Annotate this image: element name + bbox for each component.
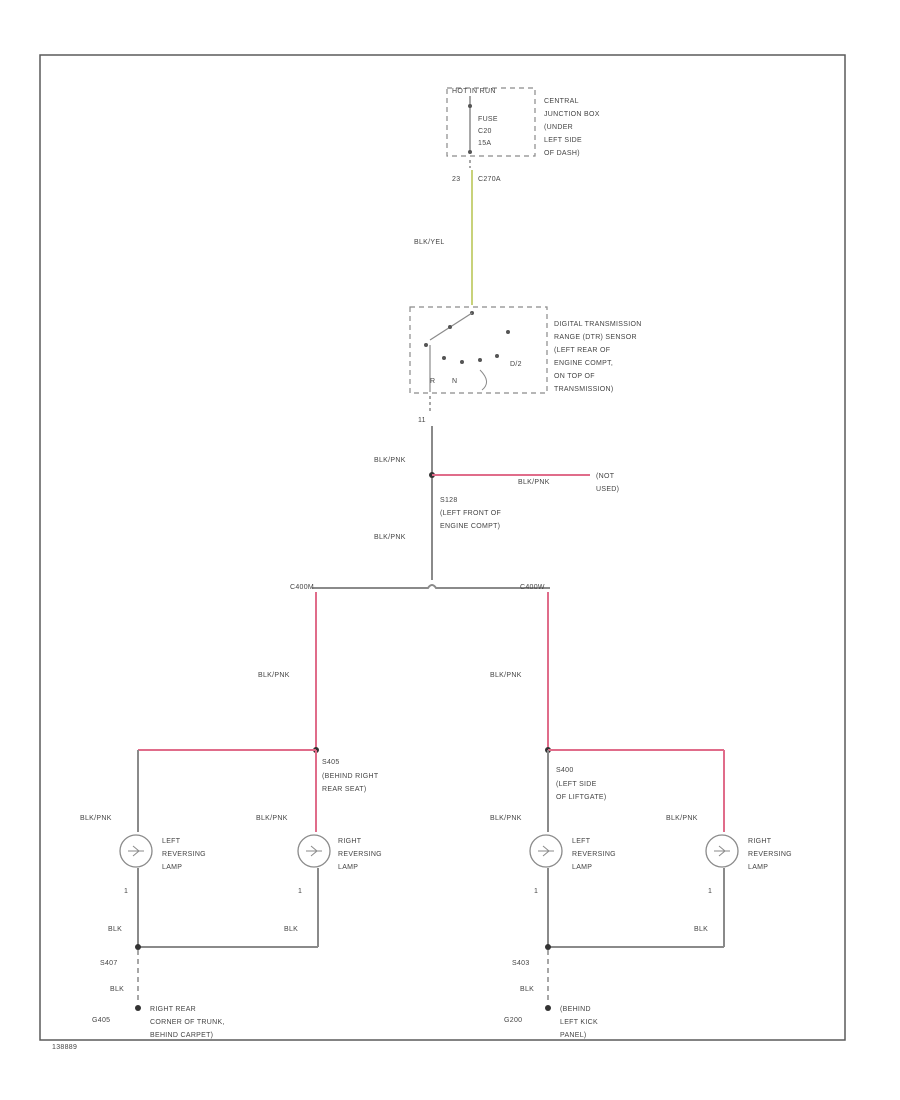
splice-s407-id: S407: [100, 960, 118, 967]
sensor-label-1: DIGITAL TRANSMISSION: [554, 321, 642, 328]
left-branch-connector: C400M: [290, 584, 314, 591]
sensor-contact-6: [478, 358, 482, 362]
ground-g200-id: G200: [504, 1017, 522, 1024]
left-group-right-lamp: [297, 834, 331, 868]
left-lamp1-pin: 1: [124, 888, 128, 895]
right-branch-connector: C400W: [520, 584, 545, 591]
sensor-contact-letter-n: N: [452, 378, 457, 385]
fuse-pin: 23: [452, 176, 460, 183]
left-lamp1-label-1: LEFT: [162, 838, 181, 845]
right-lamp2-label-3: LAMP: [748, 864, 768, 871]
diagram-frame: [39, 54, 846, 1041]
fuse-connector: C270A: [478, 176, 501, 183]
splice-s405-loc-1: (BEHIND RIGHT: [322, 773, 379, 780]
wire-blk-yel-label: BLK/YEL: [414, 239, 445, 246]
left-lamp2-label-3: LAMP: [338, 864, 358, 871]
sensor-contact-7: [495, 354, 499, 358]
splice-wire-below-label: BLK/PNK: [374, 534, 406, 541]
left-group-left-lamp: [119, 834, 153, 868]
sensor-position: D/2: [510, 361, 522, 368]
dtr-sensor-outline: [409, 306, 548, 394]
left-lamp1-ground-wire: BLK: [108, 926, 122, 933]
left-lamp2-pin: 1: [298, 888, 302, 895]
sensor-contact-5: [460, 360, 464, 364]
junction-loc-1: CENTRAL: [544, 98, 579, 105]
sensor-label-5: ON TOP OF: [554, 373, 595, 380]
right-lamp2-pin: 1: [708, 888, 712, 895]
right-lamp1-label-3: LAMP: [572, 864, 592, 871]
branch-wire-label: BLK/PNK: [518, 479, 550, 486]
left-lamp2-label-1: RIGHT: [338, 838, 362, 845]
fuse-label-2: C20: [478, 128, 492, 135]
fuse-header: HOT IN RUN: [452, 88, 496, 95]
ground-g200-dot: [545, 1005, 551, 1011]
branch-bus: [312, 584, 550, 589]
left-lamp1-wire-label: BLK/PNK: [80, 815, 112, 822]
ground-g200-loc-2: LEFT KICK: [560, 1019, 598, 1026]
splice-s407-dot: [135, 944, 141, 950]
sensor-contact-1: [448, 325, 452, 329]
junction-box-outline: [446, 87, 536, 157]
sensor-label-3: (LEFT REAR OF: [554, 347, 610, 354]
ground-g405-id: G405: [92, 1017, 110, 1024]
left-lamp2-label-2: REVERSING: [338, 851, 382, 858]
ground-g405-loc-3: BEHIND CARPET): [150, 1032, 213, 1039]
ground-g200-loc-1: (BEHIND: [560, 1006, 591, 1013]
left-lamp1-label-3: LAMP: [162, 864, 182, 871]
junction-loc-3: (UNDER: [544, 124, 573, 131]
ground-g405-loc-1: RIGHT REAR: [150, 1006, 196, 1013]
right-lamp2-ground-wire: BLK: [694, 926, 708, 933]
sensor-park-arc: [479, 369, 487, 391]
ground-g405-dot: [135, 1005, 141, 1011]
left-lamp2-wire-label: BLK/PNK: [256, 815, 288, 822]
diagram-code: 138889: [52, 1044, 77, 1051]
junction-loc-2: JUNCTION BOX: [544, 111, 600, 118]
splice-s128-id: S128: [440, 497, 458, 504]
right-lamp1-label-2: REVERSING: [572, 851, 616, 858]
ground-g200-loc-3: PANEL): [560, 1032, 587, 1039]
splice-s403-dot: [545, 944, 551, 950]
right-lamp1-pin: 1: [534, 888, 538, 895]
right-lamp1-wire-label: BLK/PNK: [490, 815, 522, 822]
right-lamp2-wire-label: BLK/PNK: [666, 815, 698, 822]
splice-s400-id: S400: [556, 767, 574, 774]
right-group-left-lamp: [529, 834, 563, 868]
splice-s128-loc-2: ENGINE COMPT): [440, 523, 500, 530]
splice-s405-loc-2: REAR SEAT): [322, 786, 367, 793]
junction-loc-4: LEFT SIDE: [544, 137, 582, 144]
right-lamp2-label-1: RIGHT: [748, 838, 772, 845]
right-group-right-lamp: [705, 834, 739, 868]
left-lamp1-label-2: REVERSING: [162, 851, 206, 858]
right-lamp2-label-2: REVERSING: [748, 851, 792, 858]
sensor-contact-3: [424, 343, 428, 347]
not-used-label-1: (NOT: [596, 473, 615, 480]
fuse-label-1: FUSE: [478, 116, 498, 123]
right-lamp1-label-1: LEFT: [572, 838, 591, 845]
fuse-terminal-bottom: [468, 150, 472, 154]
splice-s405-id: S405: [322, 759, 340, 766]
not-used-label-2: USED): [596, 486, 619, 493]
junction-loc-5: OF DASH): [544, 150, 580, 157]
splice-s403-id: S403: [512, 960, 530, 967]
sensor-contact-4: [442, 356, 446, 360]
left-ground-wire-label: BLK: [110, 986, 124, 993]
sensor-contact-2: [506, 330, 510, 334]
left-branch-wire-label: BLK/PNK: [258, 672, 290, 679]
fuse-terminal-top: [468, 104, 472, 108]
splice-s400-loc-2: OF LIFTGATE): [556, 794, 607, 801]
sensor-label-4: ENGINE COMPT,: [554, 360, 613, 367]
sensor-pin: 11: [418, 417, 426, 424]
sensor-wire-out-label: BLK/PNK: [374, 457, 406, 464]
ground-g405-loc-2: CORNER OF TRUNK,: [150, 1019, 225, 1026]
right-ground-wire-label: BLK: [520, 986, 534, 993]
left-lamp2-ground-wire: BLK: [284, 926, 298, 933]
fuse-label-3: 15A: [478, 140, 491, 147]
sensor-label-6: TRANSMISSION): [554, 386, 614, 393]
splice-s128-loc-1: (LEFT FRONT OF: [440, 510, 501, 517]
splice-s400-loc-1: (LEFT SIDE: [556, 781, 597, 788]
right-branch-wire-label: BLK/PNK: [490, 672, 522, 679]
sensor-contact-letter-r: R: [430, 378, 435, 385]
sensor-label-2: RANGE (DTR) SENSOR: [554, 334, 637, 341]
